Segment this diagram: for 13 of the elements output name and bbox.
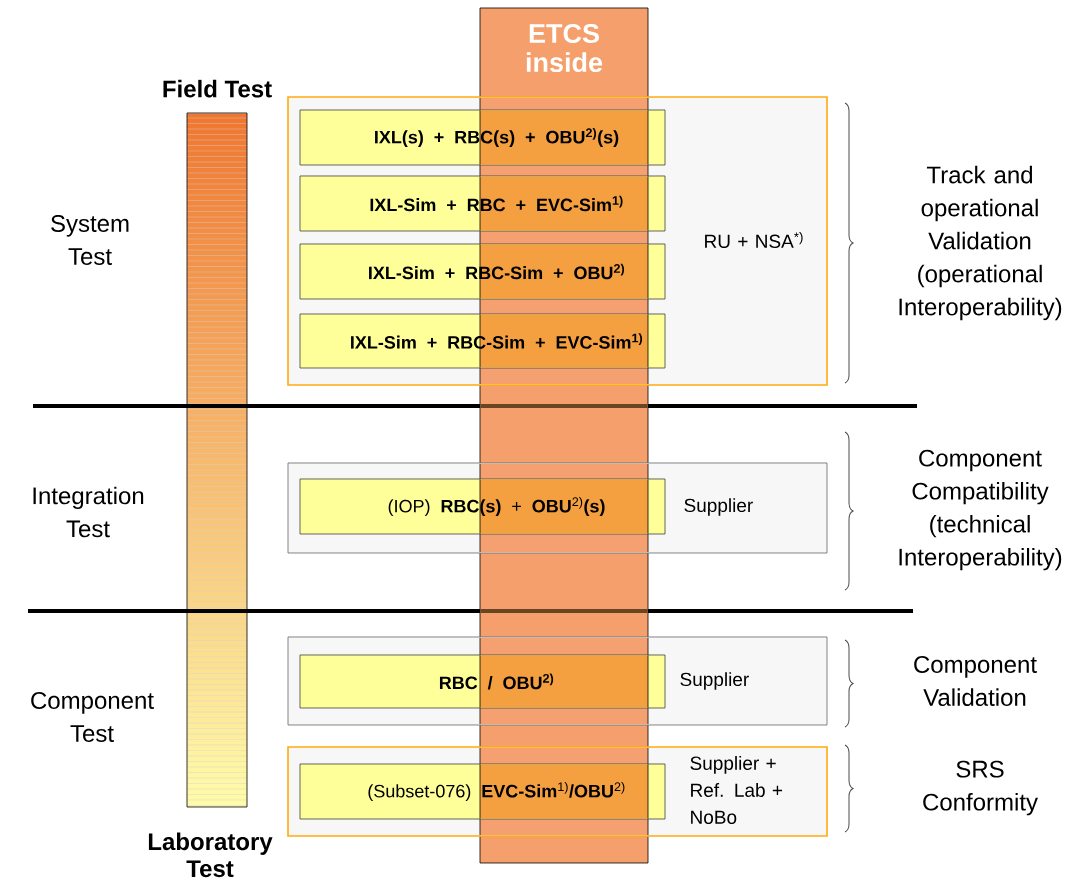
test-config-box: IXL-Sim + RBC-Sim + EVC-Sim$^{1)}$ bbox=[299, 313, 666, 369]
test-config-box: RBC / OBU$^{2)}$ bbox=[299, 654, 666, 709]
section-label: Track and operational Validation (operational Interoperability) bbox=[899, 165, 1062, 321]
section-label: Component Test bbox=[31, 692, 154, 742]
section-label: Component Compatibility (technical Interoperability) bbox=[899, 449, 1062, 571]
node-label: Laboratory Test bbox=[148, 832, 273, 878]
test-config-box: IXL(s) + RBC(s) + OBU$^{2)}$(s) bbox=[299, 109, 666, 166]
node-label: Field Test bbox=[163, 79, 272, 98]
test-config-box: (Subset-076) EVC-Sim$^{1)}$/OBU$^{2)}$ bbox=[299, 763, 666, 820]
test-config-box: IXL-Sim + RBC + EVC-Sim$^{1)}$ bbox=[299, 175, 666, 232]
test-config-box: IXL-Sim + RBC-Sim + OBU$^{2)}$ bbox=[299, 243, 666, 300]
section-label: SRS Conformity bbox=[923, 760, 1038, 816]
section-label: Component Validation bbox=[914, 656, 1037, 706]
